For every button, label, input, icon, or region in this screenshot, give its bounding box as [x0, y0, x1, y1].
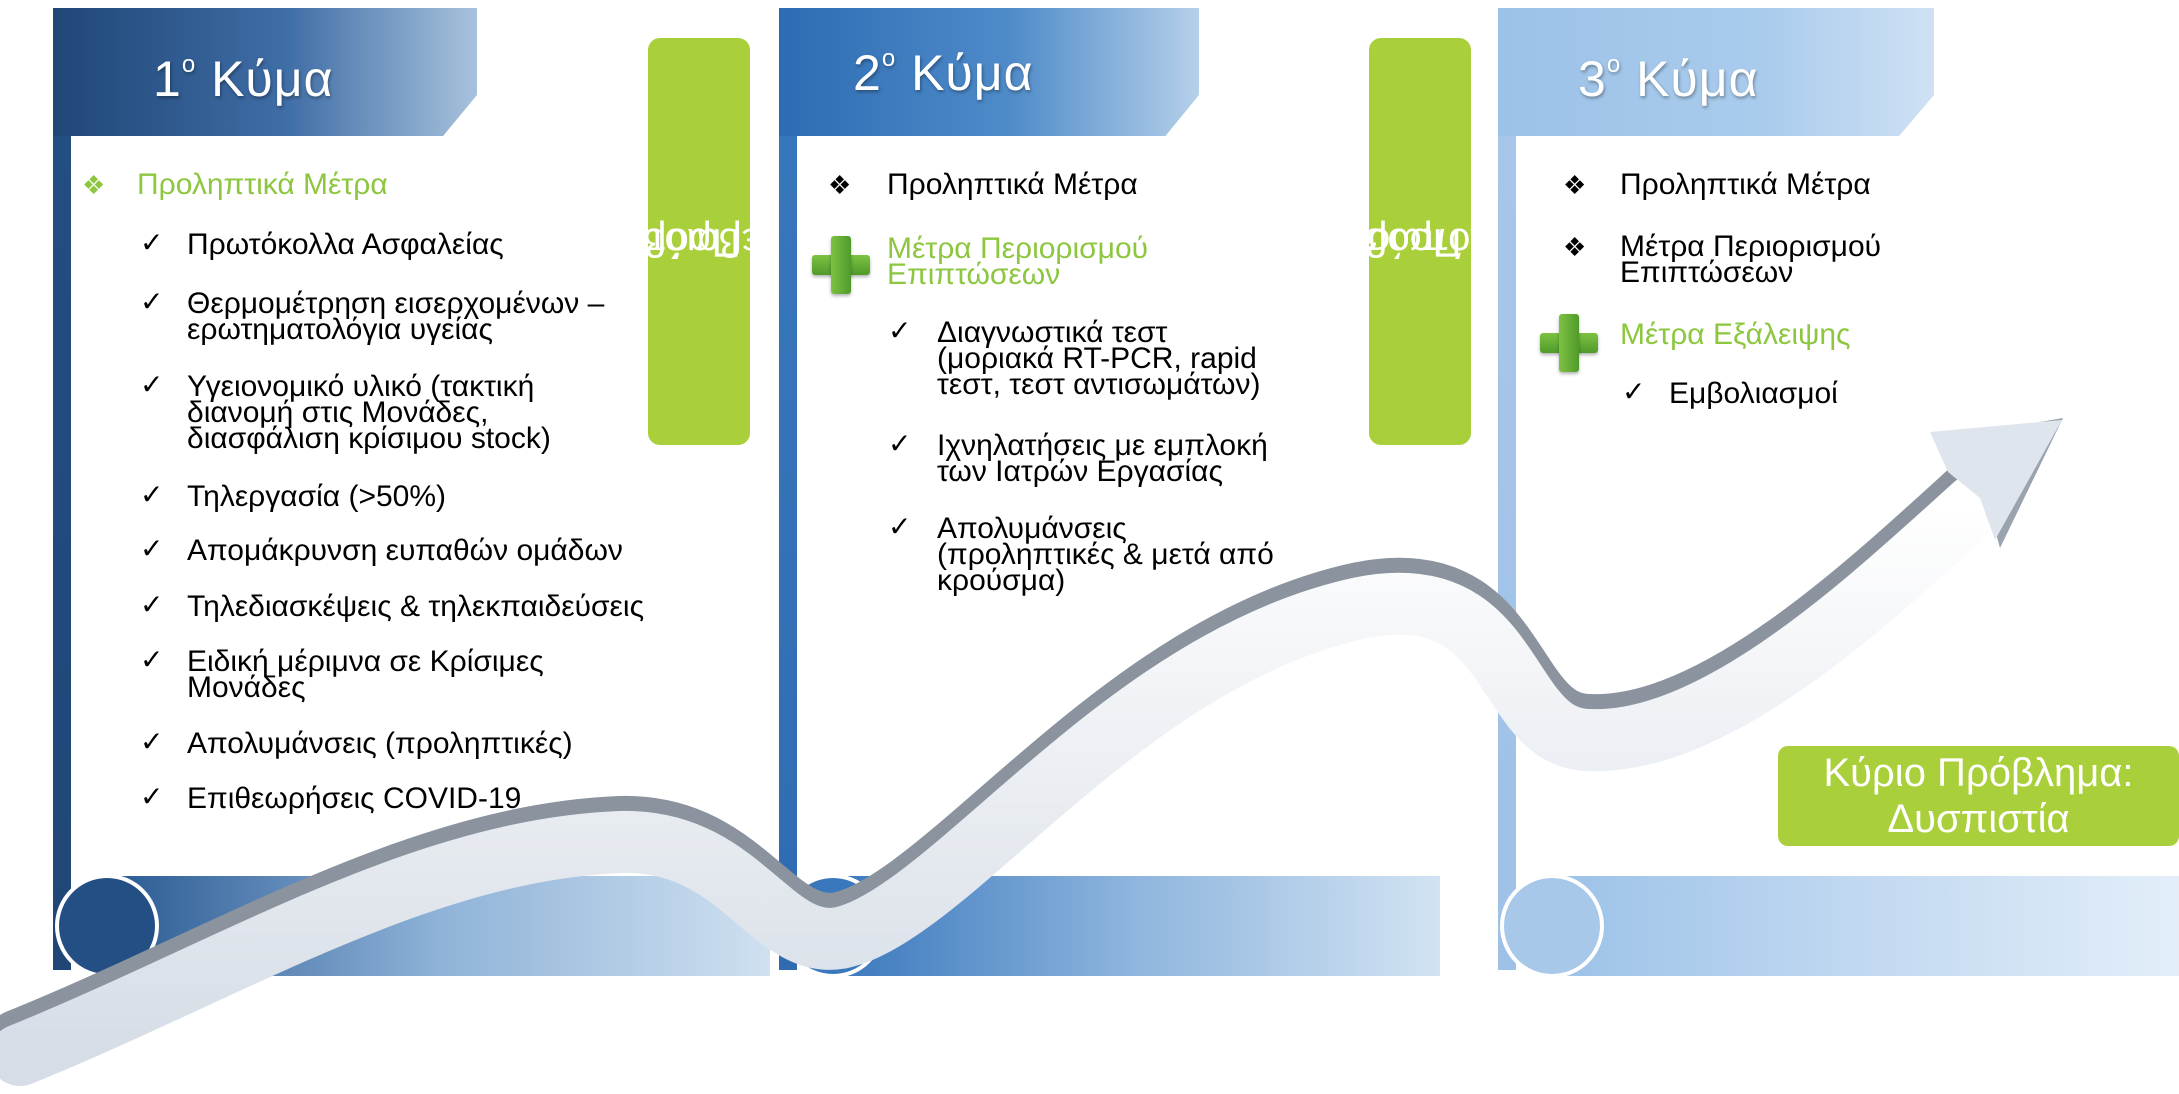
wave2-side-bar: [779, 8, 797, 970]
check-icon: ✓: [140, 227, 164, 258]
wave1-item-9: Επιθεωρήσεις COVID-19: [187, 782, 522, 815]
check-icon: ✓: [888, 428, 912, 459]
wave2-item-3a: Ιχνηλατήσεις με εμπλοκή: [937, 429, 1268, 462]
wave1-item-6: Τηλεδιασκέψεις & τηλεκπαιδεύσεις: [187, 590, 645, 623]
wave1-side-bar: [53, 8, 71, 970]
wave2-title: 2ο Κύμα: [853, 45, 1034, 101]
wave2-item-2c: τεστ, τεστ αντισωμάτων): [937, 368, 1261, 401]
wave3-footer-band: [1555, 876, 2179, 976]
problem-label: Κύριο Πρόβλημα:: [1823, 751, 2134, 795]
problem-box-uncertainty: Κύριο Πρόβλημα:Αβεβαιότητα: [544, 38, 854, 445]
wave1-item-3c: διασφάλιση κρίσιμου stock): [187, 422, 551, 455]
check-icon: ✓: [140, 589, 164, 620]
wave3-item-3: Εμβολιασμοί: [1669, 377, 1838, 410]
arrow-head: [1930, 420, 2062, 540]
wave2-item-2a: Διαγνωστικά τεστ: [937, 316, 1168, 349]
check-icon: ✓: [140, 726, 164, 757]
wave1-title: 1ο Κύμα: [153, 51, 334, 107]
wave2-item-3b: των Ιατρών Εργασίας: [937, 455, 1223, 488]
wave2-item-1b: Επιπτώσεων: [887, 258, 1061, 291]
wave2-item-2b: (μοριακά RT-PCR, rapid: [937, 342, 1257, 375]
wave1-item-7a: Ειδική μέριμνα σε Κρίσιμες: [187, 645, 544, 678]
problem-box-fatigue: Κύριο Πρόβλημα:Κόπωση: [1265, 38, 1575, 445]
check-icon: ✓: [888, 315, 912, 346]
diamond-bullet-icon: ❖: [828, 170, 852, 200]
wave3-title: 3ο Κύμα: [1578, 51, 1759, 107]
wave1-item-7b: Μονάδες: [187, 671, 306, 704]
wave1-item-1: Πρωτόκολλα Ασφαλείας: [187, 228, 504, 261]
wave2-item-0: Προληπτικά Μέτρα: [887, 168, 1138, 201]
wave1-item-5: Απομάκρυνση ευπαθών ομάδων: [187, 534, 623, 567]
check-icon: ✓: [140, 286, 164, 317]
wave3-item-1a: Μέτρα Περιορισμού: [1620, 230, 1882, 263]
wave1-header: 1ο Κύμα: [53, 8, 477, 136]
check-icon: ✓: [140, 781, 164, 812]
wave2-item-4a: Απολυμάνσεις: [937, 512, 1127, 545]
wave3-item-2: Μέτρα Εξάλειψης: [1620, 318, 1851, 351]
arrow-shadow: [0, 444, 2026, 1081]
wave1-item-3a: Υγειονομικό υλικό (τακτική: [187, 370, 535, 403]
diamond-bullet-icon: ❖: [1563, 232, 1587, 262]
wave1-item-2b: ερωτηματολόγια υγείας: [187, 313, 493, 346]
plus-icon: [812, 236, 870, 294]
check-icon: ✓: [140, 533, 164, 564]
wave2-header: 2ο Κύμα: [779, 8, 1199, 136]
wave3-item-1b: Επιπτώσεων: [1620, 256, 1794, 289]
wave1-item-3b: διανομή στις Μονάδες,: [187, 396, 489, 429]
wave2-item-1a: Μέτρα Περιορισμού: [887, 232, 1149, 265]
check-icon: ✓: [140, 644, 164, 675]
wave1-item-8: Απολυμάνσεις (προληπτικές): [187, 727, 573, 760]
wave3-item-0: Προληπτικά Μέτρα: [1620, 168, 1871, 201]
wave1-item-0: Προληπτικά Μέτρα: [137, 168, 388, 201]
wave2-item-4b: (προληπτικές & μετά από: [937, 538, 1274, 571]
arrow-body: [0, 474, 2006, 1086]
problem-box-distrust: Κύριο Πρόβλημα: Δυσπιστία: [1778, 746, 2179, 846]
diamond-bullet-icon: ❖: [82, 170, 106, 200]
diamond-bullet-icon: ❖: [1563, 170, 1587, 200]
check-icon: ✓: [1622, 376, 1646, 407]
wave1-item-4: Τηλεργασία (>50%): [187, 480, 446, 513]
wave3-header: 3ο Κύμα: [1498, 8, 1934, 136]
wave3-circle: [1500, 874, 1604, 978]
check-icon: ✓: [140, 479, 164, 510]
wave1-item-2a: Θερμομέτρηση εισερχομένων –: [187, 287, 605, 320]
problem-value: Δυσπιστία: [1887, 797, 2070, 841]
plus-icon: [1540, 314, 1598, 372]
wave2-item-4c: κρούσμα): [937, 564, 1066, 597]
check-icon: ✓: [888, 511, 912, 542]
check-icon: ✓: [140, 369, 164, 400]
